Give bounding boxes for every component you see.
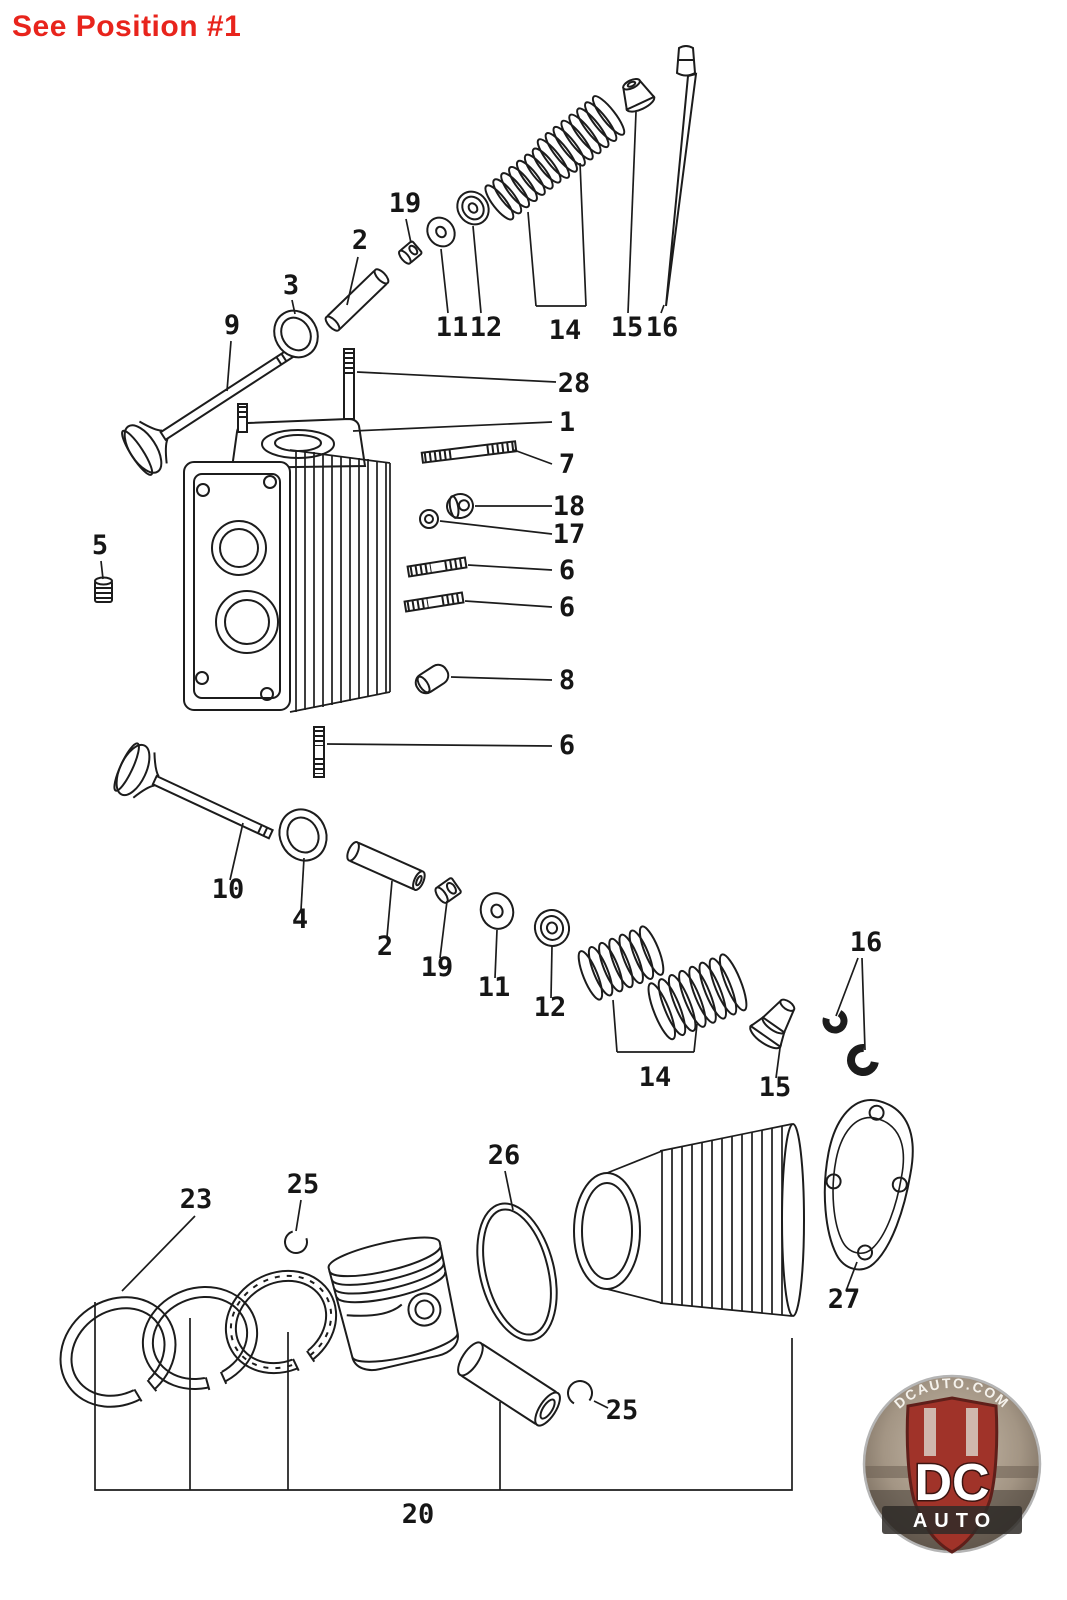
label-12b: 12 (534, 992, 567, 1023)
stud-28 (343, 348, 355, 420)
label-6c: 6 (559, 730, 575, 761)
stud-6-a (406, 556, 468, 578)
spring-retainer-15-upper (622, 77, 656, 113)
leader-lines (94, 111, 866, 1491)
spring-seat-12-lower (533, 909, 571, 947)
spring-seat-12-upper (456, 190, 490, 226)
bracket-20 (94, 1302, 793, 1491)
label-20: 20 (402, 1499, 435, 1530)
label-2a: 2 (352, 225, 368, 256)
label-19b: 19 (421, 952, 454, 983)
part-labels: 2 19 3 9 11 12 14 15 16 28 1 7 18 17 6 6… (92, 188, 882, 1530)
label-12a: 12 (470, 312, 503, 343)
piston-ring-23-a (59, 1296, 177, 1408)
circlip-25-lower (567, 1380, 593, 1406)
label-18: 18 (553, 491, 586, 522)
valve-spring-14-upper-inner (484, 147, 562, 221)
valve-guide-2-upper (324, 268, 390, 332)
label-28: 28 (558, 368, 591, 399)
valve-cap-19-lower (434, 877, 462, 904)
label-23: 23 (180, 1184, 213, 1215)
label-26: 26 (488, 1140, 521, 1171)
label-11a: 11 (436, 312, 469, 343)
cylinder-head (183, 348, 391, 713)
stud-6-b (403, 591, 465, 613)
piston-ring-23-b (141, 1285, 259, 1397)
bushing-18 (446, 492, 474, 520)
valve-spring-14-lower-outer (647, 953, 748, 1041)
washer-11-upper (426, 216, 456, 248)
label-25a: 25 (287, 1169, 320, 1200)
intake-valve-10 (113, 742, 274, 840)
nut-5 (94, 576, 113, 603)
label-14b: 14 (639, 1062, 672, 1093)
logo-sub-text: AUTO (913, 1510, 997, 1532)
label-2b: 2 (377, 931, 393, 962)
label-19a: 19 (389, 188, 422, 219)
label-6a: 6 (559, 555, 575, 586)
label-6b: 6 (559, 592, 575, 623)
label-15a: 15 (611, 312, 644, 343)
cylinder-barrel (573, 1123, 805, 1317)
bracket-14-upper (527, 162, 587, 307)
valve-seal-4 (278, 808, 328, 862)
label-25b: 25 (606, 1395, 639, 1426)
label-3: 3 (283, 270, 299, 301)
washer-17 (419, 509, 439, 529)
circlip-25-upper (284, 1230, 308, 1254)
label-1: 1 (559, 407, 575, 438)
piston-ring-23-c (224, 1269, 338, 1377)
logo-banner (882, 1506, 1022, 1534)
piston-pin (457, 1341, 561, 1427)
valve-cap-19-upper (398, 240, 423, 265)
label-10: 10 (212, 874, 245, 905)
see-position-link[interactable]: See Position #1 (12, 10, 242, 43)
label-11b: 11 (478, 972, 511, 1003)
label-16b: 16 (850, 927, 883, 958)
label-15b: 15 (759, 1072, 792, 1103)
logo-brand-text: DC (914, 1454, 989, 1512)
label-9: 9 (224, 310, 240, 341)
gasket-27 (823, 1099, 914, 1271)
dc-auto-logo: DCAUTO.COM DC AUTO (862, 1374, 1042, 1554)
label-8: 8 (559, 665, 575, 696)
label-17: 17 (553, 519, 586, 550)
valve-guide-2-lower (346, 841, 426, 891)
valve-seal-3 (273, 309, 319, 359)
cap-nut-8 (414, 663, 450, 695)
valve-keepers-16-lower (822, 1008, 879, 1076)
piston (327, 1236, 459, 1372)
label-7: 7 (559, 449, 575, 480)
spring-retainer-15-lower (749, 998, 796, 1050)
o-ring-26 (476, 1202, 558, 1342)
label-16a: 16 (646, 312, 679, 343)
label-14a: 14 (549, 315, 582, 346)
valve-spring-14-upper-outer (536, 95, 626, 179)
label-4: 4 (292, 904, 308, 935)
bracket-14-lower (612, 999, 698, 1053)
stud-6-c (313, 726, 325, 778)
stud-7 (420, 440, 518, 464)
valve-keepers-16-upper (665, 45, 698, 307)
label-27: 27 (828, 1284, 861, 1315)
valve-spring-14-lower-inner (577, 925, 665, 1001)
washer-11-lower (479, 892, 515, 930)
label-5: 5 (92, 530, 108, 561)
